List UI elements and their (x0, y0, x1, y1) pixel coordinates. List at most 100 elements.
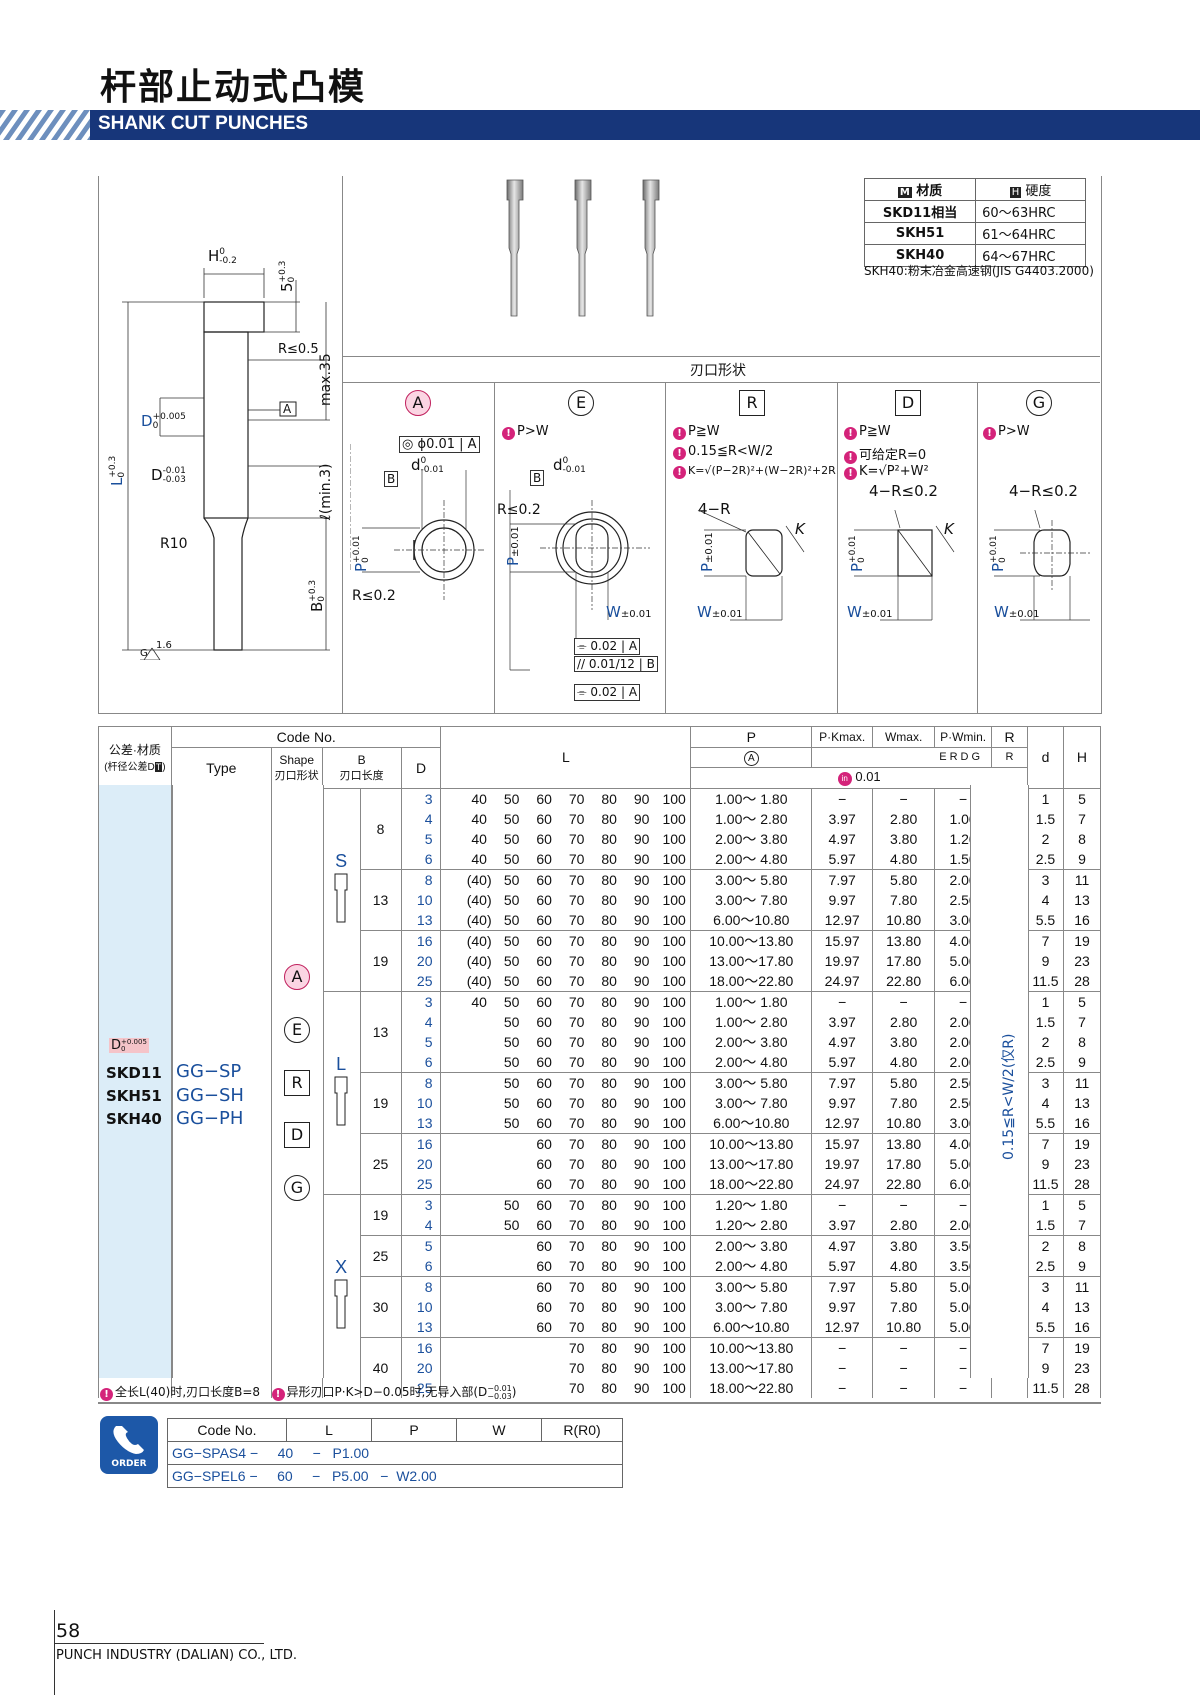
cell-d: 6 (400, 1255, 442, 1277)
cell-p: 18.00～22.80 (690, 970, 813, 992)
group-name: X (335, 1256, 348, 1277)
shape-e-p: P±0.01 (504, 526, 522, 566)
shape-e-tol3: ⌯ 0.02 | A (574, 684, 641, 701)
cell-h: 19 (1062, 929, 1102, 951)
left-shape-g: G (284, 1175, 310, 1201)
left-shape-d: D (284, 1122, 310, 1148)
cell-h: 8 (1062, 1234, 1102, 1256)
cell-group: L (321, 990, 361, 1195)
header-pw: P·Wmin. (934, 726, 993, 748)
cell-pk: 15.97 (811, 929, 874, 951)
cell-d: 25 (400, 970, 442, 992)
cell-p: 1.00～ 2.80 (690, 1011, 813, 1032)
cell-h: 8 (1062, 1031, 1102, 1052)
cell-h: 7 (1062, 1011, 1102, 1032)
page-subtitle: SHANK CUT PUNCHES (98, 113, 309, 134)
cell-p: 2.00～ 3.80 (690, 1234, 813, 1256)
cell-wmax: 7.80 (872, 1092, 936, 1113)
cell-pk: − (811, 1193, 874, 1215)
shape-a-label: A (405, 390, 431, 416)
cell-wmax: 3.80 (872, 1031, 936, 1052)
cell-pk: 15.97 (811, 1132, 874, 1154)
cell-pwmin: − (934, 1377, 993, 1398)
cell-h: 28 (1062, 1377, 1102, 1398)
left-blue-panel (99, 785, 171, 1378)
cell-p: 13.00～17.80 (690, 950, 813, 971)
cell-pk: 4.97 (811, 1234, 874, 1256)
cell-d: 8 (400, 1275, 442, 1297)
shapes-title: 刃口形状 (690, 363, 746, 379)
order-head-r: R(R0) (541, 1418, 623, 1442)
cell-p: 3.00～ 5.80 (690, 1071, 813, 1093)
cell-small-d: 7 (1027, 1336, 1064, 1358)
shape-g-r: 4−R≤0.2 (1009, 482, 1078, 500)
cell-d: 13 (400, 1112, 442, 1134)
cell-h: 16 (1062, 1112, 1102, 1134)
left-materials: SKD11 SKH51 SKH40 (106, 1064, 162, 1128)
cell-d: 10 (400, 1092, 442, 1113)
cell-pk: 4.97 (811, 828, 874, 849)
cell-wmax: − (872, 1336, 936, 1358)
cell-h: 5 (1062, 1193, 1102, 1215)
cell-d: 3 (400, 787, 442, 809)
cell-h: 13 (1062, 889, 1102, 910)
shape-b-divider (323, 785, 324, 1378)
header-p: P (690, 726, 813, 748)
shape-divider-3 (837, 382, 838, 713)
cell-h: 11 (1062, 1071, 1102, 1093)
note-icon: ! (844, 467, 857, 480)
cell-wmax: 10.80 (872, 1112, 936, 1134)
cell-p: 2.00～ 4.80 (690, 1051, 813, 1073)
cell-d: 3 (400, 1193, 442, 1215)
note-icon: ! (673, 447, 686, 460)
shape-r-p: P±0.01 (698, 532, 716, 572)
shape-d-label: D (895, 390, 921, 416)
cell-p: 18.00～22.80 (690, 1377, 813, 1398)
material-note: SKH40:粉末冶金高速钢(JIS G4403.2000) (864, 264, 1094, 278)
cell-wmax: 13.80 (872, 929, 936, 951)
cell-p: 3.00～ 5.80 (690, 1275, 813, 1297)
header-l: L (440, 726, 692, 789)
cell-b: 13 (359, 990, 402, 1073)
cell-wmax: 10.80 (872, 1316, 936, 1338)
material-cell: SKH40 (863, 244, 977, 267)
cell-d: 4 (400, 1011, 442, 1032)
shape-d-note-1: !P≧W (844, 424, 891, 440)
dim-lmin: ℓ(min.3) (318, 463, 334, 520)
shape-r-note-1: !P≧W (673, 424, 720, 440)
cell-pk: 12.97 (811, 1112, 874, 1134)
shape-e-tol2: // 0.01/12 | B (574, 656, 658, 672)
order-badge: ORDER (100, 1416, 158, 1474)
cell-d: 5 (400, 1234, 442, 1256)
surface-roughness: 1.6 (156, 640, 172, 651)
shape-e-tol1: ⌯ 0.02 | A (574, 638, 641, 655)
shape-g-note: !P>W (983, 424, 1030, 440)
hardness-cell: 60～63HRC (975, 200, 1086, 223)
shape-g-label: G (1026, 390, 1052, 416)
cell-d: 6 (400, 1051, 442, 1073)
table-notes: !全长L(40)时,刃口长度B=8 !异形刃口P·K>D−0.05时,无导入部(… (100, 1383, 516, 1401)
cell-wmax: 5.80 (872, 1275, 936, 1297)
